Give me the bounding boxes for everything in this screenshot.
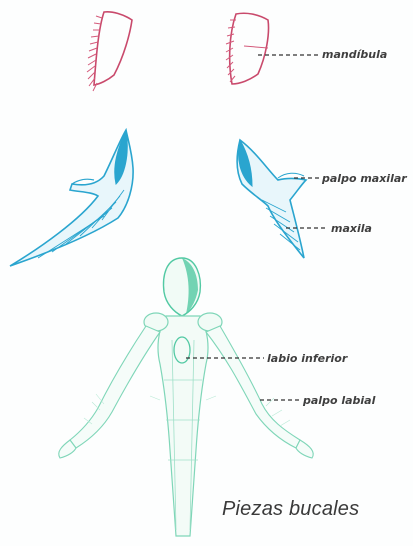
labium xyxy=(59,258,314,536)
label-mandible: mandíbula xyxy=(322,48,387,61)
right-maxilla xyxy=(237,140,306,258)
label-maxilla: maxila xyxy=(331,222,372,235)
label-maxillary-palp: palpo maxilar xyxy=(322,172,407,185)
label-lower-lip: labio inferior xyxy=(267,352,347,365)
figure-caption: Piezas bucales xyxy=(222,498,359,521)
label-labial-palp: palpo labial xyxy=(303,394,375,407)
left-mandible xyxy=(87,12,132,91)
left-maxilla xyxy=(10,130,133,266)
right-mandible xyxy=(226,13,269,84)
